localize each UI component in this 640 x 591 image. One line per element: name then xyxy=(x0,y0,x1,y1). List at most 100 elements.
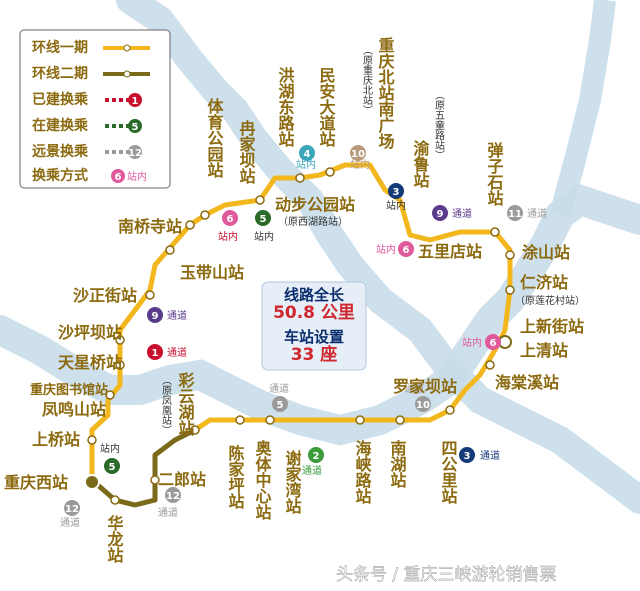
transfer-num: 6 xyxy=(403,245,410,256)
station-dot[interactable] xyxy=(165,245,175,255)
station-label-renji[interactable]: 仁济站 xyxy=(520,273,568,292)
station-label-luojiaba[interactable]: 罗家坝站 xyxy=(393,377,457,396)
station-dot[interactable] xyxy=(200,210,210,220)
station-label-cqbei[interactable]: 重庆北站南广场 xyxy=(376,36,396,150)
legend-label-mode: 换乘方式 xyxy=(32,167,88,184)
station-label-cqxi[interactable]: 重庆西站 xyxy=(4,473,68,492)
tag-tongdao: 通道 xyxy=(527,207,547,220)
station-label-hualong[interactable]: 华龙站 xyxy=(105,514,125,564)
station-dot[interactable] xyxy=(395,415,405,425)
station-label-haixia[interactable]: 海峡路站 xyxy=(353,439,372,505)
tag-tongdao: 通道 xyxy=(167,346,187,359)
info-length-value: 50.8 公里 xyxy=(273,303,355,323)
transfer-marker-6b[interactable]: 6 xyxy=(398,241,414,257)
transfer-marker-6a[interactable]: 6 xyxy=(222,210,238,226)
station-dot[interactable] xyxy=(445,405,455,415)
station-label-library[interactable]: 重庆图书馆站 xyxy=(30,382,108,398)
station-dot[interactable] xyxy=(87,435,97,445)
transfer-marker-10b[interactable]: 10 xyxy=(415,396,431,412)
station-dot[interactable] xyxy=(110,495,120,505)
station-label-nanqiao[interactable]: 南桥寺站 xyxy=(118,217,182,236)
transfer-marker-10a[interactable]: 10 xyxy=(350,145,366,161)
station-dot[interactable] xyxy=(355,415,365,425)
station-dot[interactable] xyxy=(255,195,265,205)
legend: 环线一期 环线二期 已建换乘 1 在建换乘 5 远景换乘 12 换乘方式 6 站… xyxy=(19,29,171,189)
station-label-shangqiao[interactable]: 上桥站 xyxy=(32,430,80,449)
transfer-marker-9a[interactable]: 9 xyxy=(432,205,448,221)
tag-tongdao: 通道 xyxy=(167,309,187,322)
transfer-marker-11[interactable]: 11 xyxy=(507,205,523,221)
station-label-erlang[interactable]: 二郎站 xyxy=(158,470,206,489)
station-label-ranjia[interactable]: 冉家坝站 xyxy=(237,119,256,185)
tag-zhannei: 站内 xyxy=(100,442,120,455)
station-dot[interactable] xyxy=(115,335,125,345)
station-label-yudai[interactable]: 玉带山站 xyxy=(180,263,244,282)
transfer-markers: 6 5 4 10 3 9 6 11 6 9 1 5 10 2 3 5 12 12 xyxy=(64,145,523,516)
station-label-aoti[interactable]: 奥体中心站 xyxy=(253,439,272,521)
hub-cqxi[interactable] xyxy=(84,474,100,490)
station-label-chenjiaping[interactable]: 陈家坪站 xyxy=(226,444,245,510)
station-label-wulidian[interactable]: 五里店站 xyxy=(418,242,482,261)
station-dot[interactable] xyxy=(190,425,200,435)
station-label-minan[interactable]: 民安大道站 xyxy=(317,67,336,148)
station-label-caiyun[interactable]: 彩云湖站 xyxy=(176,372,196,437)
station-label-shazheng[interactable]: 沙正街站 xyxy=(73,286,137,305)
transfer-marker-5a[interactable]: 5 xyxy=(255,210,271,226)
transfer-marker-2[interactable]: 2 xyxy=(308,447,324,463)
station-dot[interactable] xyxy=(295,173,305,183)
transfer-num: 2 xyxy=(313,451,320,462)
station-label-tushan[interactable]: 涂山站 xyxy=(522,243,570,262)
transfer-marker-4[interactable]: 4 xyxy=(299,145,315,161)
station-dot[interactable] xyxy=(145,290,155,300)
transfer-marker-3a[interactable]: 3 xyxy=(388,183,404,199)
station-dot[interactable] xyxy=(235,415,245,425)
transfer-marker-12a[interactable]: 12 xyxy=(64,500,80,516)
station-dot[interactable] xyxy=(185,220,195,230)
transfer-num: 12 xyxy=(65,504,79,515)
info-length-label: 线路全长 xyxy=(284,286,345,304)
station-dot[interactable] xyxy=(115,360,125,370)
transfer-marker-5c[interactable]: 5 xyxy=(104,458,120,474)
station-label-haitangxi[interactable]: 海棠溪站 xyxy=(495,373,559,392)
station-label-tianxing[interactable]: 天星桥站 xyxy=(58,353,122,372)
transfer-marker-3b[interactable]: 3 xyxy=(459,447,475,463)
station-dot[interactable] xyxy=(265,415,275,425)
transfer-num: 4 xyxy=(304,149,311,160)
station-label-tiyu[interactable]: 体育公园站 xyxy=(205,97,224,179)
station-dot[interactable] xyxy=(490,227,500,237)
station-label-shangxinjie[interactable]: 上新街站 xyxy=(520,317,584,336)
station-note-cqbei: （原重庆北站） xyxy=(361,45,373,115)
transfer-num: 6 xyxy=(227,214,234,225)
tag-zhannei: 站内 xyxy=(462,336,482,349)
transfer-tags: 站内 站内 站内 站内 站内 通道 站内 通道 站内 通道 通道 通道 通道 通… xyxy=(60,158,547,529)
station-label-yulu[interactable]: 渝鲁站 xyxy=(411,139,431,189)
station-dot[interactable] xyxy=(150,475,160,485)
transfer-marker-9b[interactable]: 9 xyxy=(147,307,163,323)
tag-tongdao: 通道 xyxy=(452,207,472,220)
transfer-num: 5 xyxy=(109,462,116,473)
station-label-shaping[interactable]: 沙坪坝站 xyxy=(58,323,122,342)
station-label-fengming[interactable]: 凤鸣山站 xyxy=(42,400,106,419)
station-label-danzishi[interactable]: 弹子石站 xyxy=(485,141,505,207)
transfer-marker-12b[interactable]: 12 xyxy=(165,487,181,503)
station-label-shangqing[interactable]: 上清站 xyxy=(520,341,568,360)
transfer-marker-5b[interactable]: 5 xyxy=(272,396,288,412)
station-label-dongbu[interactable]: 动步公园站 xyxy=(275,195,355,214)
station-label-honghu[interactable]: 洪湖东路站 xyxy=(276,66,295,148)
watermark: 头条号 / 重庆三峡游轮销售票 xyxy=(336,565,557,585)
tag-zhannei: 站内 xyxy=(386,199,406,212)
station-dot[interactable] xyxy=(505,250,515,260)
transfer-num: 5 xyxy=(260,214,267,225)
station-label-nanhu[interactable]: 南湖站 xyxy=(388,439,407,489)
station-dot[interactable] xyxy=(105,390,115,400)
transfer-marker-1[interactable]: 1 xyxy=(147,344,163,360)
station-label-xiejiawan[interactable]: 谢家湾站 xyxy=(283,449,302,515)
station-dot[interactable] xyxy=(505,285,515,295)
transfer-marker-6c[interactable]: 6 xyxy=(485,334,501,350)
river-branch xyxy=(549,0,616,218)
station-label-sigongli[interactable]: 四公里站 xyxy=(439,440,458,505)
info-box: 线路全长 50.8 公里 车站设置 33 座 xyxy=(261,281,367,371)
station-dot[interactable] xyxy=(325,167,335,177)
station-dot[interactable] xyxy=(485,360,495,370)
